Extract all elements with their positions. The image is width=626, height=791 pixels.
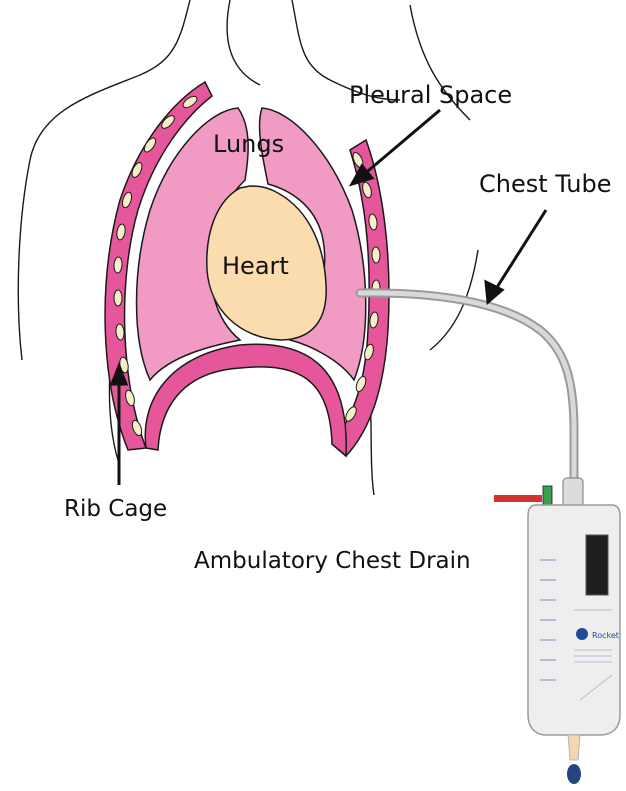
drain-brand-logo	[576, 628, 588, 640]
label-chest-tube: Chest Tube	[479, 170, 612, 198]
label-pleural-space: Pleural Space	[349, 81, 512, 109]
drain-outlet-bulb	[567, 764, 581, 784]
drain-outlet	[568, 735, 580, 760]
label-lungs: Lungs	[213, 130, 284, 158]
chest-tube-arrow	[494, 210, 546, 292]
drain-window	[586, 535, 608, 595]
chest-tube	[360, 293, 574, 505]
drain-brand-text: Rocket	[592, 631, 619, 640]
pleural-space-arrow	[362, 110, 440, 176]
drain-clip-red	[494, 495, 542, 502]
label-rib-cage: Rib Cage	[64, 496, 167, 522]
ambulatory-chest-drain: Rocket	[494, 478, 620, 784]
chest-tube-highlight	[360, 293, 574, 505]
label-ambulatory-chest-drain: Ambulatory Chest Drain	[194, 548, 471, 574]
label-heart: Heart	[222, 252, 289, 280]
